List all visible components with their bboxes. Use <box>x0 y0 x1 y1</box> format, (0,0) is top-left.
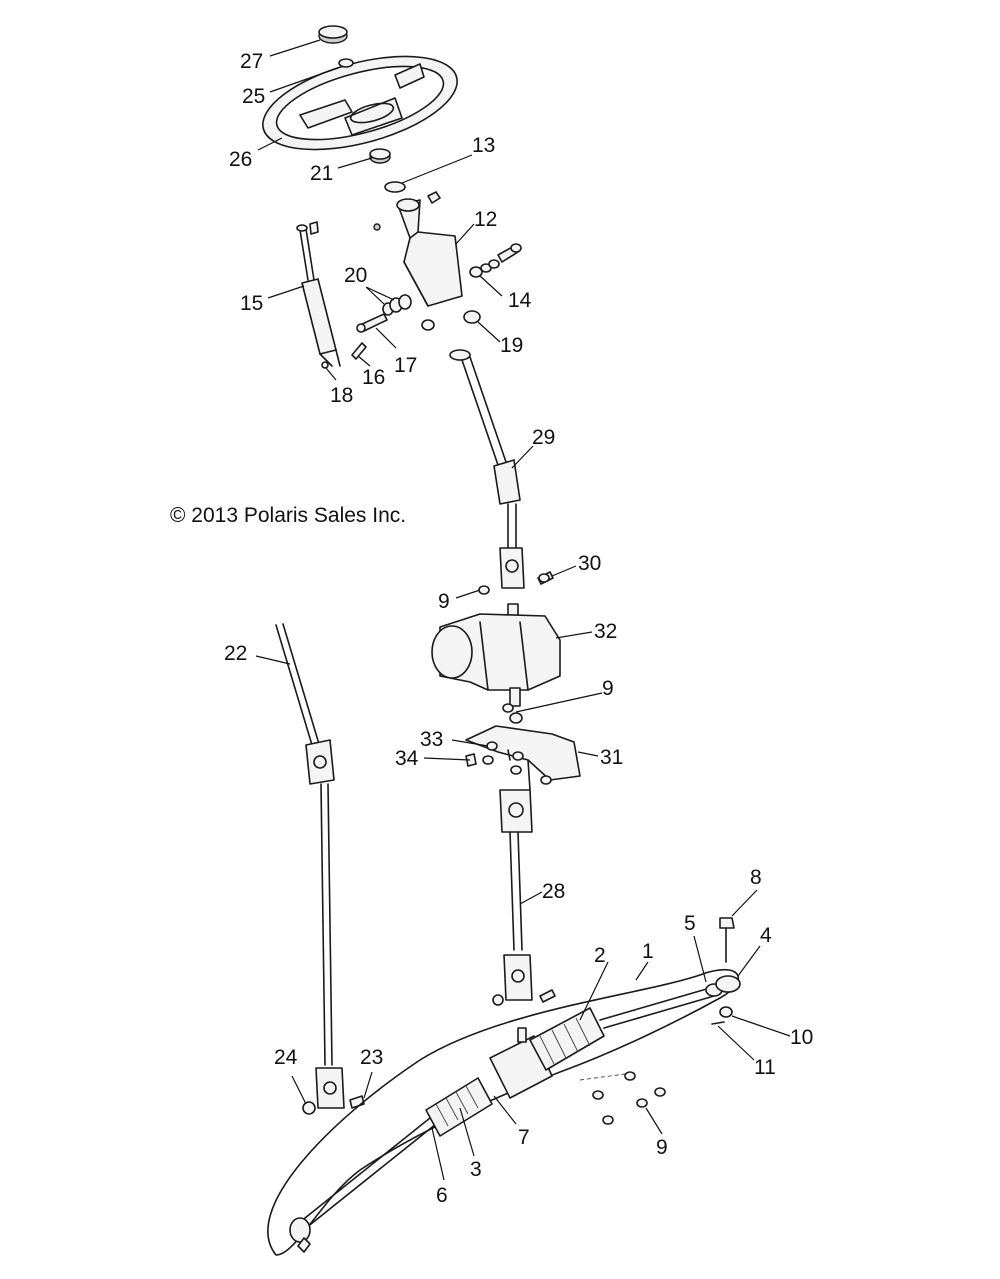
callout-22: 22 <box>224 642 247 665</box>
callout-15: 15 <box>240 292 263 315</box>
callout-25: 25 <box>242 85 265 108</box>
callout-9-middle: 9 <box>602 677 614 700</box>
power-steering-unit <box>431 603 561 707</box>
callout-32: 32 <box>594 620 617 643</box>
callout-3: 3 <box>470 1158 482 1181</box>
callout-29: 29 <box>532 426 555 449</box>
callout-13: 13 <box>472 134 495 157</box>
leader-lines <box>255 39 791 1181</box>
nut-10 <box>719 1006 733 1018</box>
callout-27: 27 <box>240 50 263 73</box>
mounting-bracket <box>465 725 581 791</box>
callout-14: 14 <box>508 289 532 312</box>
callout-9-upper: 9 <box>438 590 450 613</box>
callout-5: 5 <box>684 912 696 935</box>
rack-fasteners <box>592 1071 666 1125</box>
callout-10: 10 <box>790 1026 813 1049</box>
callout-9-lower: 9 <box>656 1136 668 1159</box>
callout-16: 16 <box>362 366 385 389</box>
callout-18: 18 <box>330 384 353 407</box>
bolt-17 <box>356 313 388 333</box>
callout-19: 19 <box>500 334 523 357</box>
nut-small <box>421 319 435 331</box>
steering-wheel-nut <box>369 148 391 164</box>
tie-rod-end-bolt-8 <box>719 917 735 963</box>
callout-labels: 27 25 26 21 13 12 20 15 14 19 17 16 18 2… <box>224 50 813 1207</box>
steering-rack <box>289 975 741 1253</box>
nut-19 <box>463 310 481 324</box>
shaft-28-fasteners <box>492 989 556 1006</box>
callout-1: 1 <box>642 940 654 963</box>
callout-8: 8 <box>750 866 762 889</box>
gas-strut <box>296 221 341 367</box>
spacer-20 <box>382 294 412 316</box>
bolt-16 <box>351 342 367 360</box>
callout-7: 7 <box>518 1126 530 1149</box>
callout-30: 30 <box>578 552 601 575</box>
cap-insert <box>338 58 354 68</box>
callout-6: 6 <box>436 1184 448 1207</box>
bolt-34 <box>465 753 494 767</box>
cotter-pin-11 <box>711 1021 725 1025</box>
callout-31: 31 <box>600 746 623 769</box>
callout-24: 24 <box>274 1046 298 1069</box>
tilt-bracket <box>373 191 463 307</box>
bracket-fasteners <box>510 751 552 785</box>
copyright-notice: © 2013 Polaris Sales Inc. <box>170 504 406 527</box>
callout-2: 2 <box>594 944 606 967</box>
callout-21: 21 <box>310 162 333 185</box>
steering-wheel <box>262 55 458 151</box>
callout-4: 4 <box>760 924 772 947</box>
callout-34: 34 <box>395 747 419 770</box>
steering-wheel-cap <box>318 25 348 44</box>
callout-11: 11 <box>754 1056 776 1079</box>
pivot-bolt-14 <box>469 243 522 278</box>
nut-9-middle <box>502 703 523 724</box>
bolt-33 <box>486 741 498 751</box>
bolt-30 <box>537 571 554 585</box>
callout-17: 17 <box>394 354 417 377</box>
clip-18 <box>321 361 329 369</box>
nut-9-upper <box>478 585 490 595</box>
callout-12: 12 <box>474 208 497 231</box>
long-shaft <box>275 623 345 1109</box>
washer-13 <box>384 181 406 193</box>
steering-rack-outline <box>267 968 740 1256</box>
callout-33: 33 <box>420 728 443 751</box>
callout-28: 28 <box>542 880 565 903</box>
upper-shaft <box>449 349 525 589</box>
callout-23: 23 <box>360 1046 383 1069</box>
callout-20: 20 <box>344 264 367 287</box>
intermediate-shaft <box>499 789 533 1001</box>
callout-26: 26 <box>229 148 252 171</box>
